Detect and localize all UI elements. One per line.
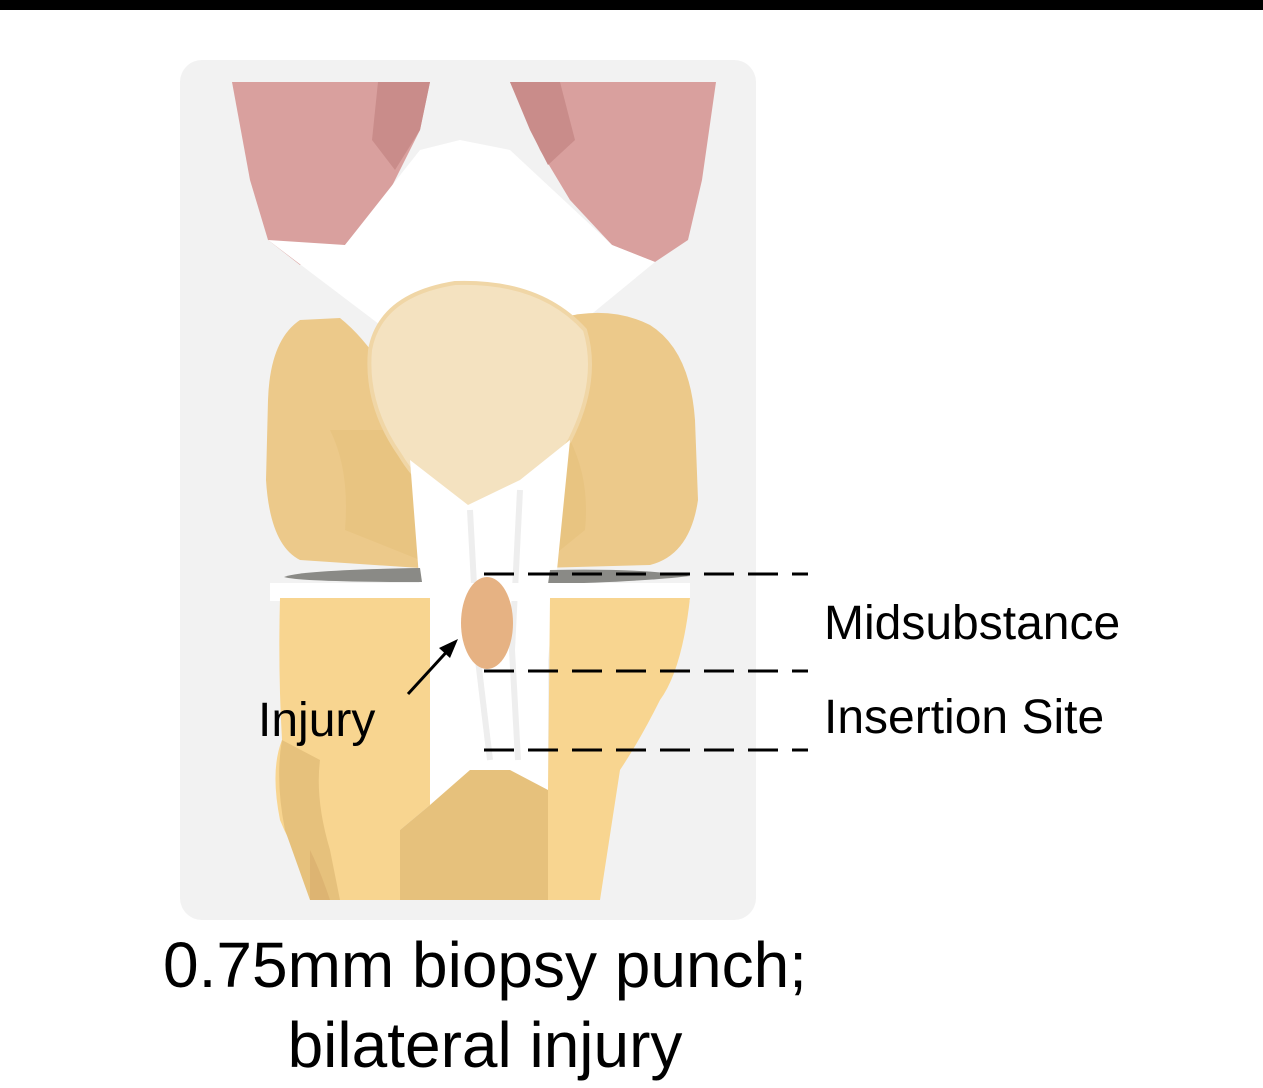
figure-caption: 0.75mm biopsy punch; bilateral injury [60, 925, 910, 1085]
insertion-site-label: Insertion Site [824, 694, 1104, 742]
caption-line-1: 0.75mm biopsy punch; [60, 925, 910, 1005]
caption-line-2: bilateral injury [60, 1005, 910, 1085]
injury-label: Injury [258, 697, 375, 745]
midsubstance-label: Midsubstance [824, 600, 1120, 648]
up-right-arrow-icon [408, 639, 458, 694]
